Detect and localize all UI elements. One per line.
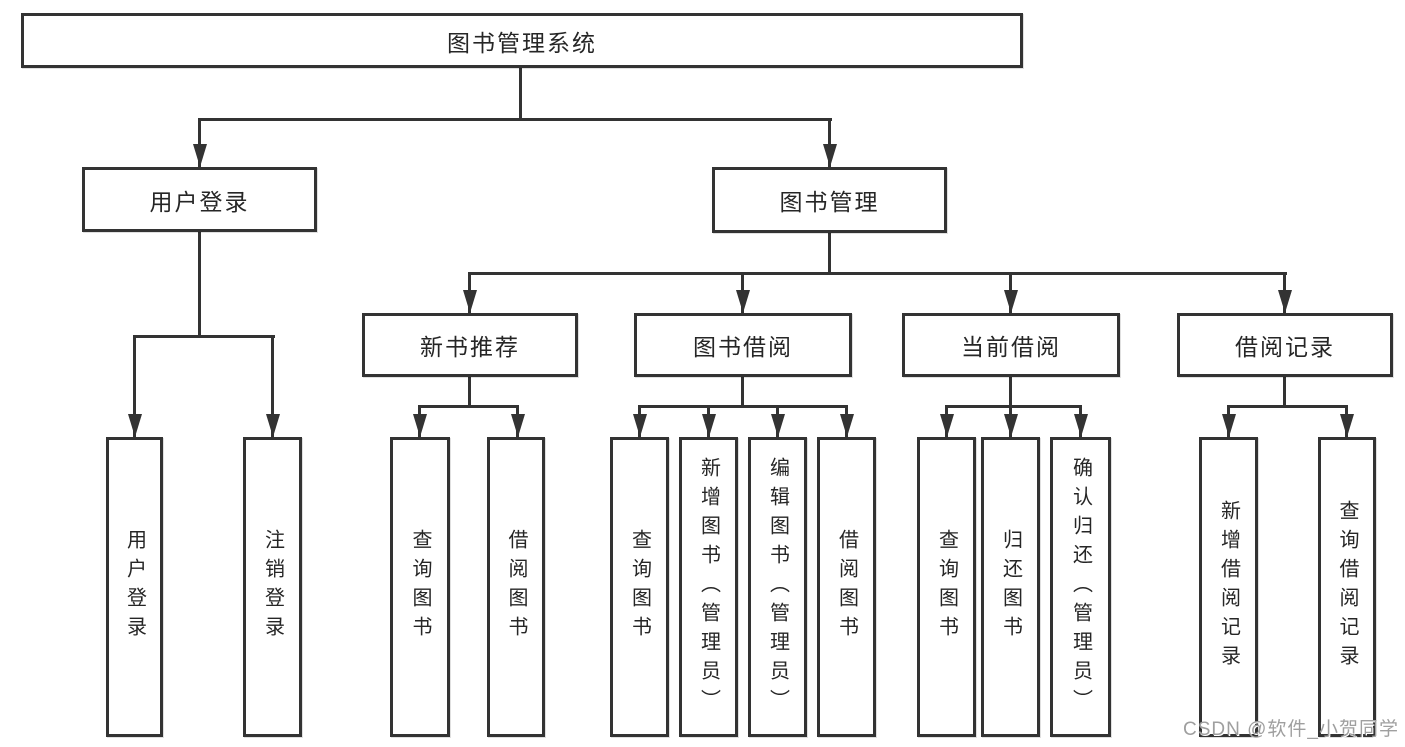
leaf-query-book-borrow-label: 查询图书	[628, 529, 651, 645]
node-book-management-label: 图书管理	[779, 189, 880, 215]
connector-arrow-return-book	[1009, 405, 1012, 437]
leaf-add-borrow-record: 新增借阅记录	[1199, 437, 1258, 737]
leaf-user-login-label: 用户登录	[123, 529, 146, 645]
leaf-logout: 注销登录	[243, 437, 302, 737]
leaf-return-book: 归还图书	[981, 437, 1040, 737]
leaf-confirm-return-admin: 确认归还（管理员）	[1050, 437, 1111, 737]
connector-hline-book-borrow	[638, 405, 848, 408]
connector-arrow-query-book-borrow	[638, 405, 641, 437]
connector-arrow-borrow-record	[1283, 272, 1286, 313]
leaf-query-borrow-record: 查询借阅记录	[1318, 437, 1376, 737]
node-book-management: 图书管理	[712, 167, 947, 233]
connector-arrow-query-book-current	[945, 405, 948, 437]
leaf-borrow-book-label: 借阅图书	[835, 529, 858, 645]
csdn-watermark: CSDN @软件_小贺同学	[1183, 719, 1399, 740]
connector-stem-book-management	[828, 233, 831, 275]
node-borrow-record-label: 借阅记录	[1235, 334, 1335, 360]
node-book-borrow-label: 图书借阅	[693, 334, 793, 360]
leaf-borrow-book-recommend: 借阅图书	[487, 437, 545, 737]
connector-arrow-leaf-user-login	[133, 335, 136, 437]
connector-arrow-borrow-book-recommend	[516, 405, 519, 437]
leaf-query-book-borrow: 查询图书	[610, 437, 669, 737]
connector-arrow-add-book-admin	[707, 405, 710, 437]
node-user-login: 用户登录	[82, 167, 317, 232]
connector-arrow-query-borrow-record	[1345, 405, 1348, 437]
connector-arrow-add-borrow-record	[1227, 405, 1230, 437]
leaf-user-login: 用户登录	[106, 437, 163, 737]
connector-hline-level2	[198, 118, 832, 121]
leaf-query-book-recommend: 查询图书	[390, 437, 450, 737]
leaf-borrow-book-recommend-label: 借阅图书	[505, 529, 527, 645]
leaf-edit-book-admin-label: 编辑图书（管理员）	[766, 456, 789, 718]
leaf-logout-label: 注销登录	[261, 529, 284, 645]
connector-hline-user-login	[133, 335, 275, 338]
leaf-query-book-recommend-label: 查询图书	[409, 529, 431, 645]
node-new-book-recommend-label: 新书推荐	[420, 334, 520, 360]
connector-hline-level3	[468, 272, 1287, 275]
connector-arrow-leaf-logout	[271, 335, 274, 437]
connector-stem-root	[519, 65, 522, 121]
connector-arrow-current-borrow	[1009, 272, 1012, 313]
connector-arrow-query-book-recommend	[418, 405, 421, 437]
connector-arrow-book-borrow	[741, 272, 744, 313]
connector-arrow-borrow-book	[845, 405, 848, 437]
connector-stem-book-borrow	[741, 377, 744, 408]
connector-hline-current-borrow	[945, 405, 1082, 408]
leaf-borrow-book: 借阅图书	[817, 437, 876, 737]
connector-hline-borrow-record	[1227, 405, 1347, 408]
leaf-add-book-admin: 新增图书（管理员）	[679, 437, 738, 737]
node-borrow-record: 借阅记录	[1177, 313, 1393, 377]
leaf-edit-book-admin: 编辑图书（管理员）	[748, 437, 807, 737]
connector-hline-new-book-recommend	[418, 405, 519, 408]
leaf-add-book-admin-label: 新增图书（管理员）	[697, 456, 720, 718]
leaf-confirm-return-admin-label: 确认归还（管理员）	[1069, 456, 1092, 718]
node-current-borrow-label: 当前借阅	[961, 334, 1061, 360]
connector-stem-user-login	[198, 232, 201, 338]
leaf-query-book-current: 查询图书	[917, 437, 976, 737]
node-book-borrow: 图书借阅	[634, 313, 852, 377]
leaf-return-book-label: 归还图书	[999, 529, 1022, 645]
leaf-query-borrow-record-label: 查询借阅记录	[1336, 500, 1358, 674]
leaf-add-borrow-record-label: 新增借阅记录	[1217, 500, 1240, 674]
connector-stem-current-borrow	[1009, 377, 1012, 408]
connector-arrow-confirm-return-admin	[1079, 405, 1082, 437]
connector-arrow-edit-book-admin	[776, 405, 779, 437]
node-root: 图书管理系统	[21, 13, 1023, 68]
connector-arrow-book-management	[828, 118, 831, 167]
node-root-label: 图书管理系统	[447, 29, 597, 56]
connector-arrow-new-book-recommend	[468, 272, 471, 313]
connector-arrow-user-login	[198, 118, 201, 167]
node-new-book-recommend: 新书推荐	[362, 313, 578, 377]
connector-stem-new-book-recommend	[468, 377, 471, 408]
node-current-borrow: 当前借阅	[902, 313, 1120, 377]
leaf-query-book-current-label: 查询图书	[935, 529, 958, 645]
connector-stem-borrow-record	[1283, 377, 1286, 408]
node-user-login-label: 用户登录	[149, 188, 250, 215]
